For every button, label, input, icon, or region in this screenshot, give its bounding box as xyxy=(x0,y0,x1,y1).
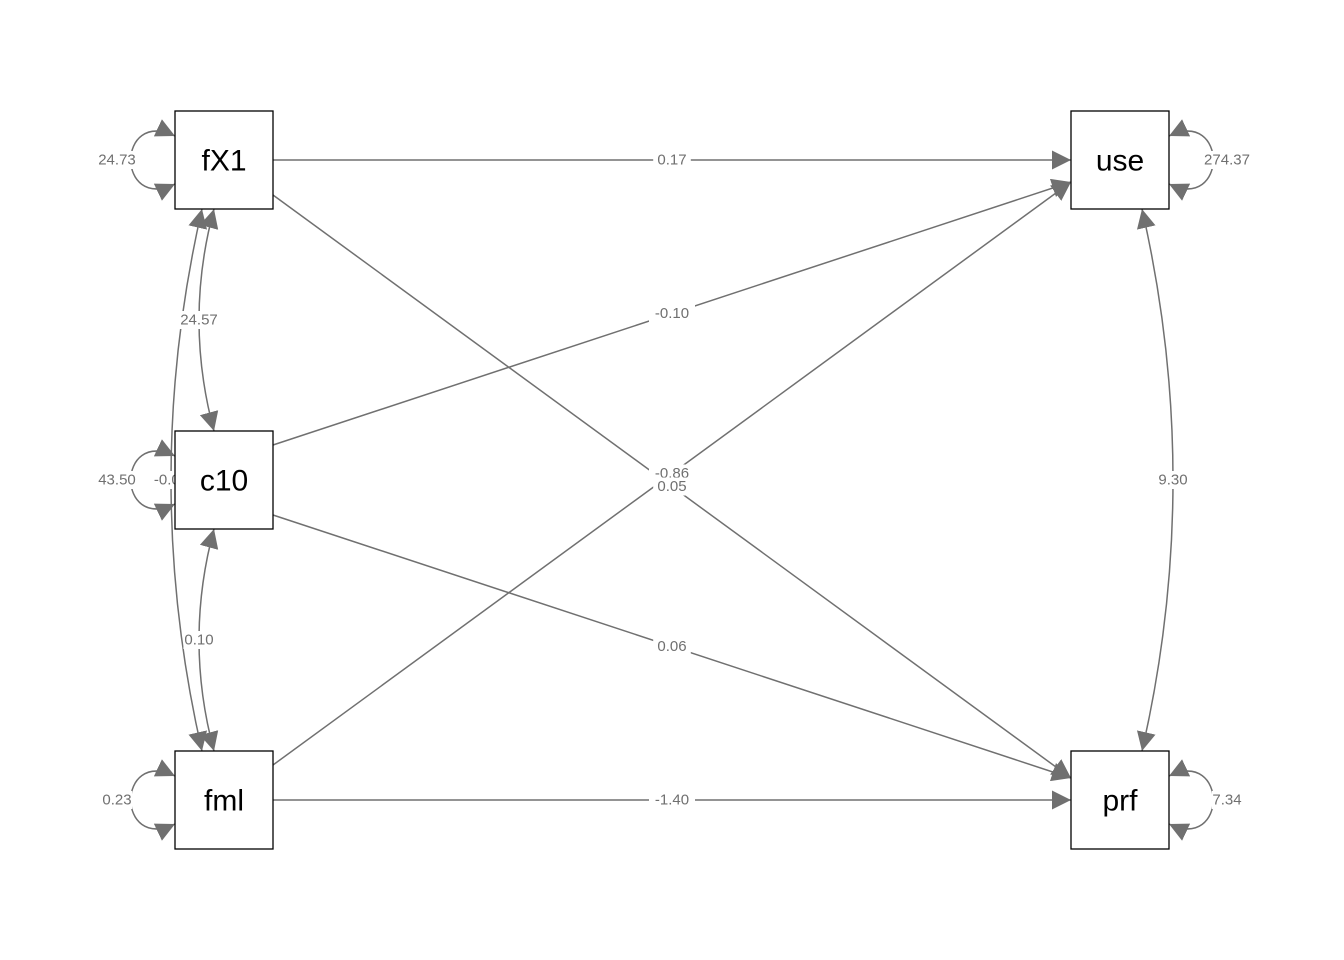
node-use-box xyxy=(1070,110,1170,210)
path-fml-prf-label-bg xyxy=(649,791,695,809)
var-fml-label: 0.23 xyxy=(102,792,131,809)
var-fX1-loop xyxy=(130,119,176,201)
var-use-label-bg xyxy=(1204,151,1250,169)
var-c10-label: 43.50 xyxy=(98,472,136,489)
path-fX1-prf-label: 0.05 xyxy=(657,478,686,495)
node-prf: prf xyxy=(1070,750,1170,850)
var-fX1-label-bg xyxy=(98,151,136,169)
var-prf-label-bg xyxy=(1211,791,1243,809)
cov-use-prf-label: 9.30 xyxy=(1158,472,1187,489)
path-fX1-use-label: 0.17 xyxy=(657,152,686,169)
node-prf-box xyxy=(1070,750,1170,850)
path-c10-use-label-bg xyxy=(649,304,695,323)
var-prf-loop xyxy=(1168,759,1214,841)
var-c10-label-bg xyxy=(98,471,136,489)
var-fX1-label: 24.73 xyxy=(98,152,136,169)
node-c10-box xyxy=(174,430,274,530)
node-use-label: use xyxy=(1096,145,1144,178)
node-c10-label: c10 xyxy=(200,465,248,498)
path-c10-use-label: -0.10 xyxy=(655,305,689,322)
cov-fX1-c10-label-bg xyxy=(179,311,219,329)
path-c10-prf-label-bg xyxy=(653,637,691,656)
path-c10-prf-label: 0.06 xyxy=(657,638,686,655)
var-use-label: 274.37 xyxy=(1204,152,1250,169)
node-fml-label: fml xyxy=(204,785,244,818)
node-fX1: fX1 xyxy=(174,110,274,210)
var-fml-label-bg xyxy=(101,791,133,809)
cov-c10-fml-label-bg xyxy=(183,631,215,649)
node-fml-box xyxy=(174,750,274,850)
cov-c10-fml-label: 0.10 xyxy=(184,632,213,649)
node-fml: fml xyxy=(174,750,274,850)
path-fX1-use-label-bg xyxy=(653,151,691,169)
node-prf-label: prf xyxy=(1102,785,1138,818)
cov-fX1-c10-label: 24.57 xyxy=(180,312,218,329)
path-fX1-prf-label-bg xyxy=(653,477,691,496)
var-prf-label: 7.34 xyxy=(1212,792,1241,809)
nodes-layer: fX1 c10 fml use prf xyxy=(174,110,1170,850)
path-fml-prf-label: -1.40 xyxy=(655,792,689,809)
node-use: use xyxy=(1070,110,1170,210)
cov-use-prf-label-bg xyxy=(1157,471,1189,489)
node-fX1-label: fX1 xyxy=(201,145,246,178)
var-fml-loop xyxy=(130,759,176,841)
node-c10: c10 xyxy=(174,430,274,530)
node-fX1-box xyxy=(174,110,274,210)
